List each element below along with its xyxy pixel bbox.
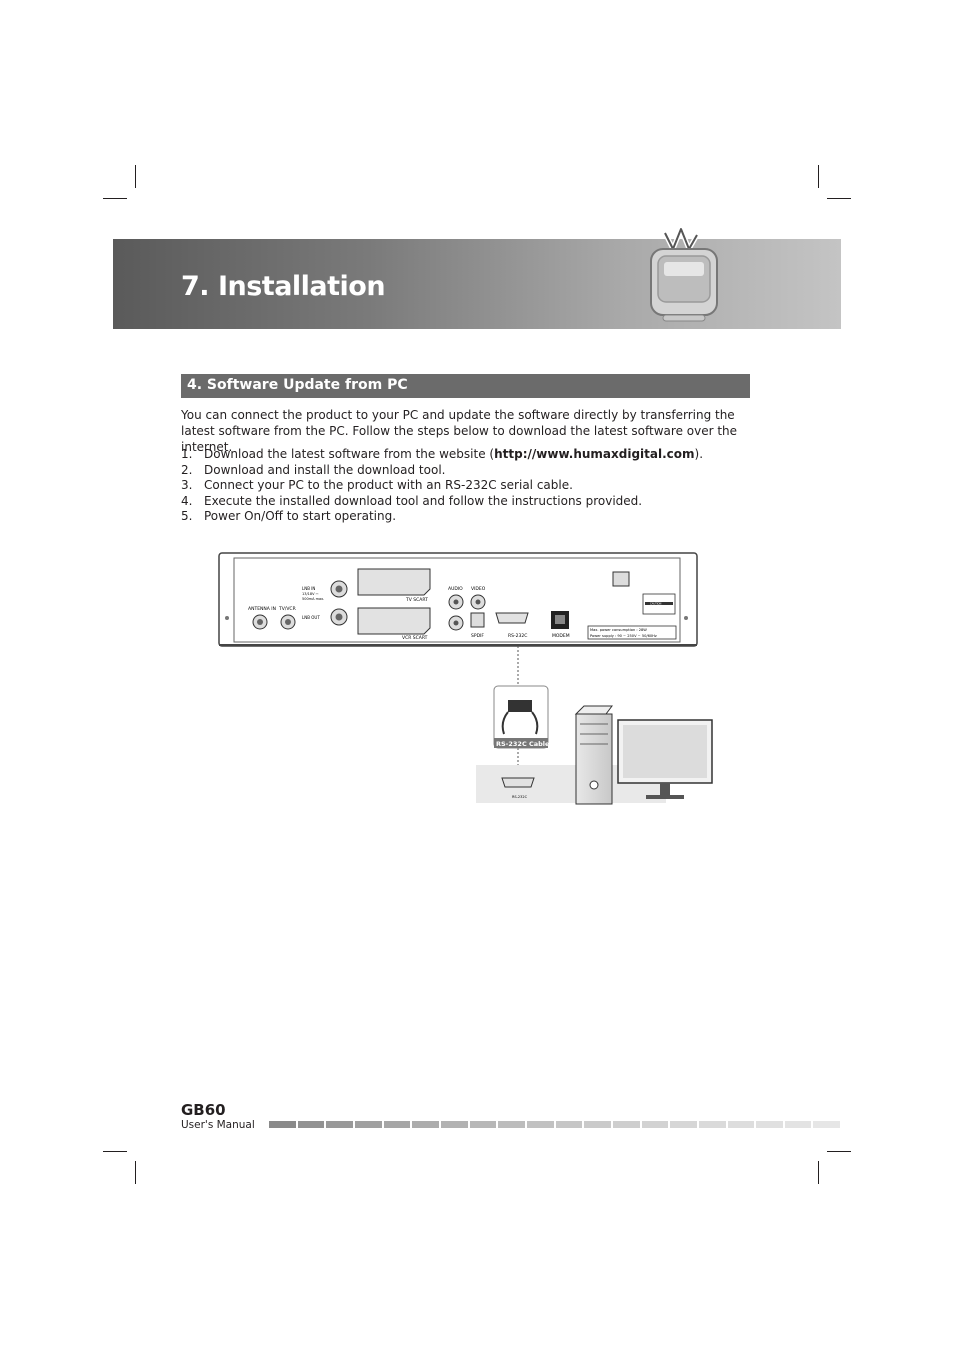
section-title: 4. Software Update from PC — [187, 377, 408, 393]
website-link[interactable]: http://www.humaxdigital.com — [494, 447, 695, 461]
crop-mark — [135, 1161, 136, 1184]
video-label: VIDEO — [471, 586, 486, 592]
rs232c-label: RS-232C — [508, 633, 527, 639]
vcr-scart-connector — [357, 607, 431, 635]
step-number: 4. — [181, 493, 193, 508]
audio-label: AUDIO — [448, 586, 463, 592]
power-switch — [612, 571, 630, 587]
crop-mark — [827, 198, 851, 199]
tv-scart-label: TV SCART — [405, 597, 428, 603]
list-item: 2. Download and install the download tool… — [181, 463, 703, 479]
step-text: Download the latest software from the we… — [204, 447, 495, 461]
spdif-connector — [470, 612, 485, 628]
crop-mark — [818, 1161, 819, 1184]
svg-text:Power supply : 90 ~ 250V ~ 50/: Power supply : 90 ~ 250V ~ 50/60Hz — [590, 634, 657, 638]
step-text: Execute the installed download tool and … — [204, 493, 643, 508]
svg-text:Max. power consumption : 28W: Max. power consumption : 28W — [590, 628, 647, 632]
footer-progress-bar — [269, 1121, 841, 1128]
caution-label: CAUTION — [642, 593, 676, 615]
power-rating-label: Max. power consumption : 28W Power suppl… — [587, 625, 677, 640]
step-text: Power On/Off to start operating. — [204, 509, 397, 523]
section-header: 4. Software Update from PC — [181, 374, 750, 398]
list-item: 1. Download the latest software from the … — [181, 447, 703, 463]
crop-mark — [103, 198, 127, 199]
crop-mark — [103, 1151, 127, 1152]
intro-paragraph: You can connect the product to your PC a… — [181, 408, 738, 454]
vcr-scart-label: VCR SCART — [402, 635, 428, 641]
list-item: 4. Execute the installed download tool an… — [181, 494, 703, 510]
footer-subtitle: User's Manual — [181, 1119, 255, 1131]
pc-rs232c-port — [501, 777, 535, 788]
pc-tower — [574, 705, 613, 805]
video-connector — [470, 594, 486, 610]
chapter-title: 7. Installation — [181, 271, 386, 302]
step-text: ). — [694, 447, 704, 461]
pc-monitor — [617, 719, 713, 799]
footer-model: GB60 — [181, 1101, 226, 1119]
chapter-banner: 7. Installation — [113, 226, 841, 329]
tv-scart-connector — [357, 568, 431, 596]
antenna-in-connector — [252, 614, 268, 630]
step-number: 1. — [181, 447, 193, 461]
modem-port — [551, 611, 569, 629]
step-number: 5. — [181, 509, 193, 523]
rs232c-port — [495, 612, 529, 624]
tv-icon — [650, 226, 718, 322]
lnb-out-connector — [330, 608, 348, 626]
audio-connector — [448, 615, 464, 631]
lnb-in-connector — [330, 580, 348, 598]
connection-diagram: ANTENNA IN TV/VCR LNB IN 13/18V ⎓ 500mA … — [218, 552, 713, 805]
crop-mark — [827, 1151, 851, 1152]
lnb-out-label: LNB OUT — [302, 615, 320, 620]
crop-mark — [818, 165, 819, 188]
tv-vcr-label: TV/VCR — [278, 606, 296, 612]
steps-list: 1. Download the latest software from the … — [181, 447, 703, 525]
audio-connector — [448, 594, 464, 610]
rs232c-cable-callout: RS-232C Cable — [493, 685, 550, 749]
list-item: 5. Power On/Off to start operating. — [181, 509, 703, 525]
lnb-in-spec2: 500mA max. — [302, 597, 324, 601]
modem-label: MODEM — [552, 633, 570, 639]
step-number: 2. — [181, 462, 193, 477]
spdif-label: SPDIF — [471, 633, 484, 639]
crop-mark — [135, 165, 136, 188]
tv-vcr-connector — [280, 614, 296, 630]
step-text: Connect your PC to the product with an R… — [204, 478, 573, 492]
step-text: Download and install the download tool. — [204, 462, 446, 477]
step-number: 3. — [181, 478, 193, 492]
pc-port-label: RS-232C — [512, 795, 528, 799]
list-item: 3. Connect your PC to the product with an… — [181, 478, 703, 494]
cable-label: RS-232C Cable — [496, 740, 550, 748]
lnb-in-spec: 13/18V ⎓ — [302, 592, 319, 596]
svg-text:CAUTION: CAUTION — [650, 602, 662, 606]
lnb-in-label: LNB IN — [302, 586, 315, 591]
antenna-in-label: ANTENNA IN — [248, 606, 276, 612]
receiver-rear-panel: ANTENNA IN TV/VCR LNB IN 13/18V ⎓ 500mA … — [218, 552, 698, 647]
